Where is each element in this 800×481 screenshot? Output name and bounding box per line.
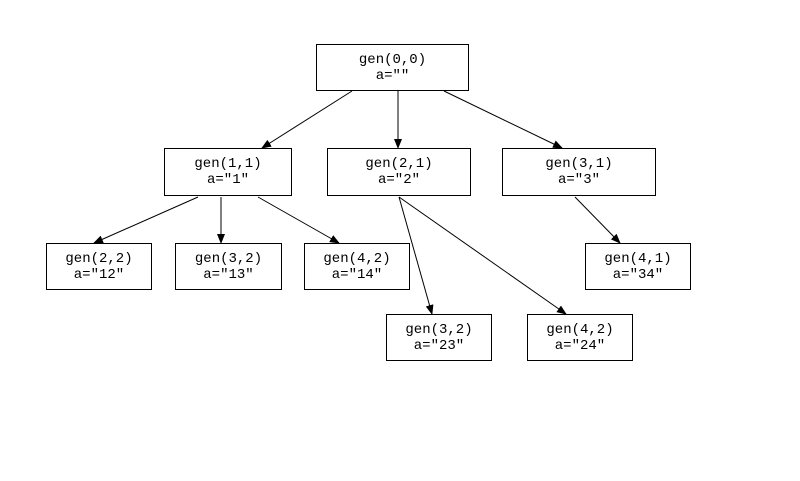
node-call-label: gen(4,1) [604, 250, 672, 267]
edge-root-to-gen-3-1 [443, 90, 563, 149]
node-call-label: gen(3,2) [405, 321, 473, 338]
edge-gen-1-1-to-gen-4-2 [257, 196, 340, 244]
node-value-label: a="3" [557, 172, 600, 188]
edge-gen-2-1-to-gen-3-2 [398, 196, 434, 315]
node-gen-2-1: gen(2,1) a="2" [327, 148, 471, 196]
node-value-label: a="2" [377, 172, 420, 188]
node-value-label: a="24" [554, 337, 606, 354]
edge-gen-3-1-to-gen-4-1 [574, 196, 621, 244]
node-call-label: gen(1,1) [194, 156, 262, 172]
node-call-label: gen(2,2) [65, 250, 133, 267]
node-gen-4-2-a14: gen(4,2) a="14" [304, 243, 410, 290]
edge-gen-2-1-to-gen-4-2 [398, 196, 567, 315]
node-gen-2-2: gen(2,2) a="12" [46, 243, 152, 290]
node-gen-3-1: gen(3,1) a="3" [502, 148, 656, 196]
node-call-label: gen(0,0) [358, 51, 427, 68]
node-call-label: gen(4,2) [323, 250, 391, 267]
node-value-label: a="12" [73, 266, 125, 283]
edge-root-to-gen-1-1 [261, 90, 353, 149]
edge-gen-1-1-to-gen-2-2 [93, 196, 199, 244]
node-value-label: a="14" [331, 266, 383, 283]
node-call-label: gen(3,1) [545, 156, 613, 172]
node-call-label: gen(4,2) [546, 321, 614, 338]
node-gen-3-2-a23: gen(3,2) a="23" [386, 314, 492, 361]
node-value-label: a="34" [612, 266, 664, 283]
node-gen-4-2-a24: gen(4,2) a="24" [527, 314, 633, 361]
node-value-label: a="23" [413, 337, 465, 354]
node-call-label: gen(3,2) [194, 250, 263, 267]
node-gen-0-0: gen(0,0) a="" [316, 44, 469, 91]
node-gen-3-2-a13: gen(3,2) a="13" [175, 243, 282, 290]
node-value-label: a="13" [203, 266, 254, 283]
node-value-label: a="" [375, 67, 410, 84]
node-call-label: gen(2,1) [365, 156, 433, 172]
node-gen-1-1: gen(1,1) a="1" [164, 148, 292, 196]
node-gen-4-1: gen(4,1) a="34" [585, 243, 691, 290]
node-value-label: a="1" [206, 172, 249, 188]
